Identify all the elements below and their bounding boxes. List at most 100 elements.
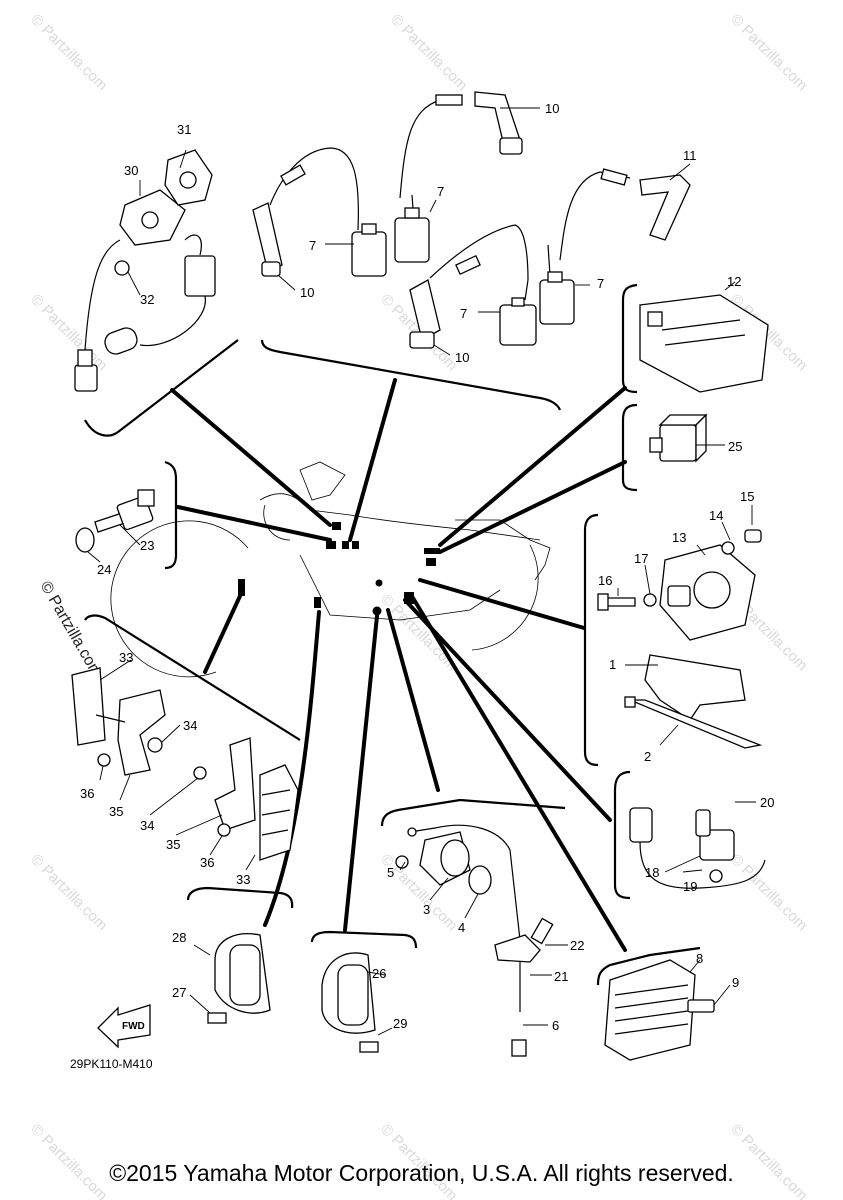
watermark: © Partzilla.com (27, 291, 110, 374)
ignition-coil-cap (511, 297, 525, 307)
callout-20: 20 (760, 795, 774, 810)
relay-connector (649, 437, 663, 453)
watermark: © Partzilla.com (377, 591, 460, 674)
washer (643, 593, 657, 607)
bracket-pad (71, 667, 106, 746)
callout-31: 31 (177, 122, 191, 137)
copyright-notice: ©2015 Yamaha Motor Corporation, U.S.A. A… (109, 1160, 734, 1186)
o-ring (709, 869, 723, 883)
bolt (530, 917, 554, 945)
ignition-coils-group (252, 91, 691, 349)
callout-18: 18 (645, 865, 659, 880)
collar (744, 529, 762, 543)
watermark: © Partzilla.com (727, 11, 810, 94)
o-ring (75, 527, 95, 553)
spark-plug-cap (252, 202, 283, 273)
ecu-connector (647, 311, 663, 327)
fwd-label: FWD (122, 1021, 145, 1032)
spark-plug-cap-end (409, 331, 435, 349)
rubber-cover (644, 654, 746, 721)
callout-labels: 10 11 7 7 7 7 10 10 12 25 31 30 32 23 24… (80, 101, 774, 1033)
watermark: © Partzilla.com (387, 11, 470, 94)
callout-10: 10 (455, 350, 469, 365)
nut (193, 766, 207, 780)
callout-1: 1 (609, 657, 616, 672)
ecu-unit (639, 294, 769, 393)
clamp (494, 934, 541, 963)
bolt-shank (604, 597, 636, 607)
bolt (359, 1041, 379, 1053)
callout-27: 27 (172, 985, 186, 1000)
ignition-coil-cap (404, 207, 420, 219)
callout-23: 23 (140, 538, 154, 553)
callout-36: 36 (200, 855, 214, 870)
watermark: © Partzilla.com (727, 851, 810, 934)
fwd-arrow-icon: FWD (97, 1004, 151, 1049)
callout-12: 12 (727, 274, 741, 289)
callout-13: 13 (672, 530, 686, 545)
callout-33: 33 (236, 872, 250, 887)
rectifier-group (604, 959, 715, 1061)
callout-34: 34 (140, 818, 154, 833)
washer (217, 823, 231, 837)
o-ring (468, 865, 492, 895)
watermark-dark: © Partzilla.com (37, 579, 106, 681)
connector-sleeve (77, 349, 93, 367)
callout-6: 6 (552, 1018, 559, 1033)
connector (629, 807, 653, 843)
callout-19: 19 (683, 879, 697, 894)
diagram-code: 29PK110-M410 (70, 1057, 153, 1071)
ignition-coil (394, 217, 430, 263)
callout-8: 8 (696, 951, 703, 966)
callout-25: 25 (728, 439, 742, 454)
callout-24: 24 (97, 562, 111, 577)
fuel-sender-group (74, 149, 216, 392)
callout-leaders (87, 107, 756, 1036)
rectifier-body (604, 959, 696, 1061)
callout-9: 9 (732, 975, 739, 990)
callout-29: 29 (393, 1016, 407, 1031)
callout-17: 17 (634, 551, 648, 566)
callout-4: 4 (458, 920, 465, 935)
callout-15: 15 (740, 489, 754, 504)
bolt (207, 1012, 227, 1024)
ignition-coil-cap (547, 271, 563, 283)
callout-11: 11 (683, 148, 697, 163)
callout-14: 14 (709, 508, 723, 523)
washer (97, 753, 111, 767)
sensor-clamp-group (395, 824, 554, 1057)
callout-36: 36 (80, 786, 94, 801)
horn-right (321, 952, 379, 1053)
bolt (395, 855, 409, 869)
relay-group (649, 413, 708, 463)
watermark: © Partzilla.com (27, 11, 110, 94)
callout-10: 10 (300, 285, 314, 300)
callout-34: 34 (183, 718, 197, 733)
spark-plug-cap-end (499, 137, 523, 155)
nut (147, 737, 163, 753)
horn-left (207, 933, 271, 1024)
callout-28: 28 (172, 930, 186, 945)
callout-21: 21 (554, 969, 568, 984)
bolt (695, 809, 711, 837)
sensor-connector (137, 489, 155, 507)
bolt-head (597, 593, 609, 611)
callout-7: 7 (309, 238, 316, 253)
ecu-group (639, 294, 769, 393)
spark-plug-cap-end (261, 261, 281, 277)
callout-10: 10 (545, 101, 559, 116)
spark-plug-cap-bent (639, 174, 691, 241)
fuel-float (104, 327, 138, 355)
ignition-coil-cap (361, 223, 377, 235)
callout-7: 7 (597, 276, 604, 291)
cable-tie (629, 699, 763, 749)
ignition-coil (351, 231, 387, 277)
callout-22: 22 (570, 938, 584, 953)
ignition-coil (499, 304, 537, 346)
bolt (721, 541, 735, 555)
sensor-body (699, 829, 735, 861)
callout-32: 32 (140, 292, 154, 307)
relay-body (659, 424, 697, 462)
callout-35: 35 (166, 837, 180, 852)
